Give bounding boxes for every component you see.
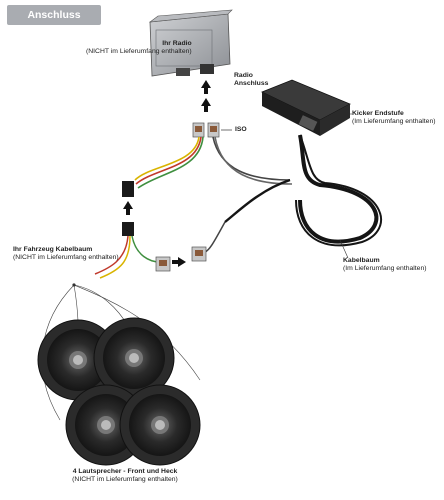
radio-note: (NICHT im Lieferumfang enthalten): [86, 48, 192, 56]
arrow-up-radio: [201, 80, 211, 112]
radio-conn-line2: Anschluss: [234, 80, 269, 88]
arrow-up-harness: [123, 201, 133, 215]
speakers-title: 4 Lautsprecher - Front und Heck: [72, 468, 178, 475]
kicker-amplifier: [261, 79, 351, 136]
example-badge: Anschluss Beispiel!: [7, 5, 101, 41]
vehicle-harness-connectors: [122, 181, 134, 236]
amplifier-label: Kicker Endstufe (Im Lieferumfang enthalt…: [352, 110, 436, 127]
radio-head-unit: [148, 9, 233, 77]
wire-junction: [72, 283, 76, 287]
iso-text: ISO: [235, 126, 247, 133]
vehicle-harness-label: Ihr Fahrzeug Kabelbaum (NICHT im Lieferu…: [13, 246, 119, 263]
radio-title: Ihr Radio: [162, 40, 192, 47]
amp-title: Kicker Endstufe: [352, 110, 404, 117]
amp-note: (Im Lieferumfang enthalten): [352, 118, 436, 126]
radio-label: Ihr Radio (NICHT im Lieferumfang enthalt…: [86, 40, 192, 57]
speaker-rear-right: [119, 384, 201, 466]
iso-connectors: [192, 122, 220, 138]
speaker-front-right: [93, 317, 175, 399]
harness-note: (NICHT im Lieferumfang enthalten): [13, 254, 119, 262]
speaker-plugs: [155, 246, 207, 272]
harness-title: Ihr Fahrzeug Kabelbaum: [13, 246, 93, 253]
cable-note: (Im Lieferumfang enthalten): [343, 265, 427, 273]
radio-conn-line1: Radio: [234, 72, 253, 79]
iso-label: ISO: [235, 126, 247, 134]
vehicle-wires: [134, 136, 293, 189]
cable-pointer: [339, 239, 349, 259]
cable-title: Kabelbaum: [343, 257, 380, 264]
radio-connector-label: Radio Anschluss: [234, 72, 268, 89]
main-cable-loom: [224, 134, 382, 247]
speakers-label: 4 Lautsprecher - Front und Heck (NICHT i…: [0, 468, 250, 485]
cable-loom-label: Kabelbaum (Im Lieferumfang enthalten): [343, 257, 427, 274]
speakers-note: (NICHT im Lieferumfang enthalten): [72, 476, 178, 484]
arrow-right-plug: [172, 257, 186, 267]
